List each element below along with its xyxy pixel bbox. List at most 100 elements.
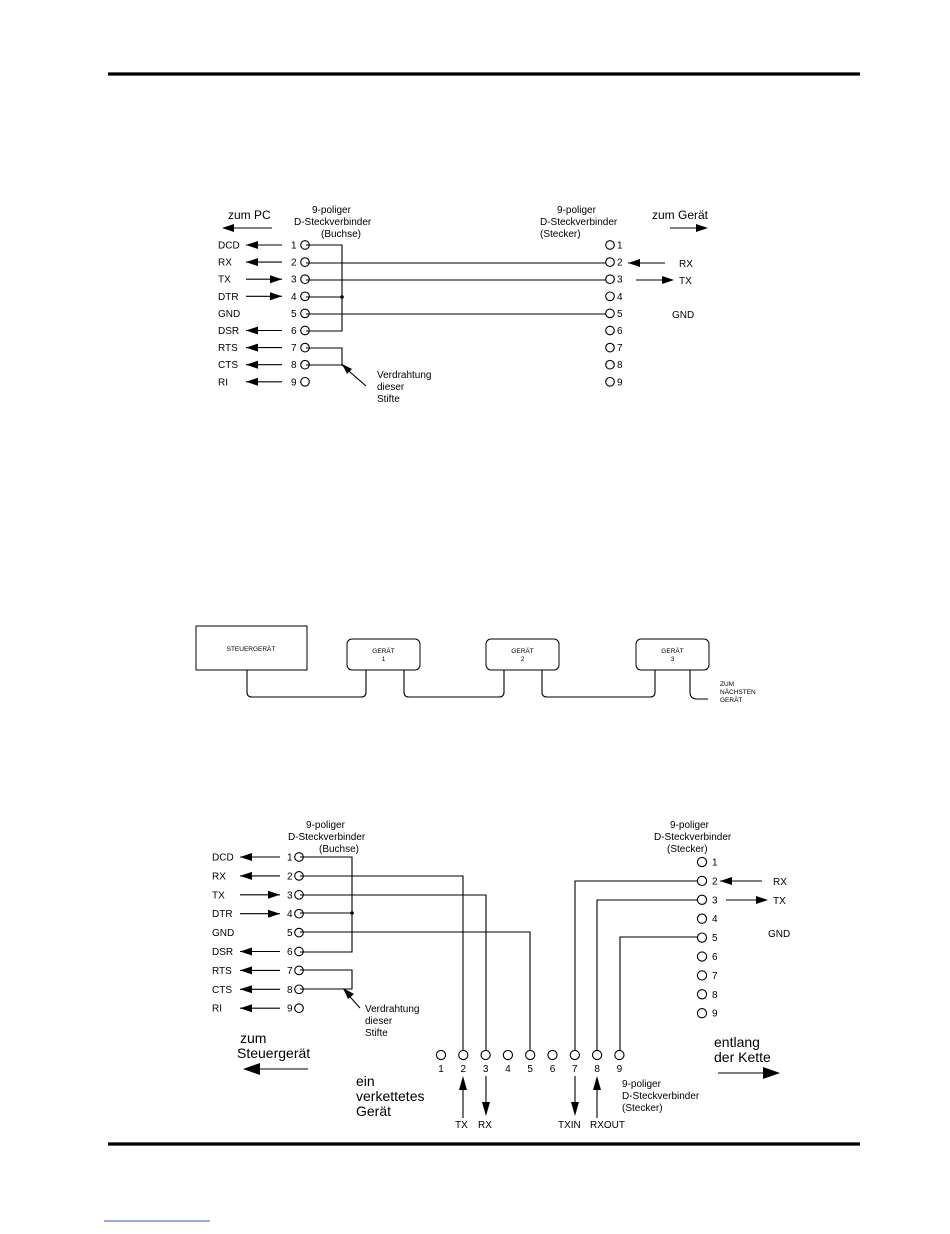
d2-device-label: GERÄT xyxy=(661,647,683,655)
d2-device-number: 2 xyxy=(521,656,525,663)
d3-chained-device-line3: Gerät xyxy=(356,1103,391,1119)
d1-right-header-line2: D-Steckverbinder xyxy=(540,217,618,228)
d1-right-pin-icon xyxy=(605,291,615,302)
d3-along-chain-arrow-icon xyxy=(763,1067,780,1079)
d1-right-pin-number: 7 xyxy=(617,343,623,354)
d3-bottom-pin-number: 6 xyxy=(550,1064,556,1075)
d1-to-pc-label: zum PC xyxy=(228,208,271,222)
d1-signal-label: RX xyxy=(218,258,232,269)
d1-right-header-line3: (Stecker) xyxy=(540,229,581,240)
d3-right-header-line3: (Stecker) xyxy=(667,844,708,855)
d1-signal-arrow-icon xyxy=(246,258,258,267)
d1-pin-number: 4 xyxy=(291,292,297,303)
d3-bottom-pin-number: 9 xyxy=(617,1064,623,1075)
d1-right-rx-arrow-icon xyxy=(628,259,640,267)
d1-pin-number: 5 xyxy=(291,309,297,320)
d3-bottom-pin-icon xyxy=(480,1049,491,1061)
d1-right-header-line1: 9-poliger xyxy=(557,205,597,216)
d1-right-pin-number: 9 xyxy=(617,377,623,388)
d3-signal-label: DCD xyxy=(212,853,234,864)
d3-pin-number: 8 xyxy=(287,985,293,996)
d1-pin-number: 1 xyxy=(291,241,297,252)
d3-right-pin-number: 4 xyxy=(712,914,718,925)
d3-bottom-pin-number: 2 xyxy=(461,1064,467,1075)
d3-pin-icon xyxy=(294,927,304,938)
d1-left-header-line1: 9-poliger xyxy=(312,205,352,216)
d1-to-device-arrow-icon xyxy=(696,224,708,232)
d3-signal-arrow-icon xyxy=(268,909,280,918)
d1-pin-icon xyxy=(300,308,310,319)
d1-pin-number: 8 xyxy=(291,360,297,371)
d3-bottom-header-line1: 9-poliger xyxy=(622,1079,662,1090)
d1-wire-rts-cts xyxy=(306,347,343,366)
d3-signal-label: DSR xyxy=(212,947,233,958)
d1-right-tx-arrow-icon xyxy=(662,276,674,284)
d3-wire-rts-cts xyxy=(300,969,353,990)
d1-pin-icon xyxy=(300,257,310,267)
d3-bottom-pin-number: 1 xyxy=(438,1064,444,1075)
d3-bottom-pin-icon xyxy=(569,1049,580,1061)
d3-bottom-pin-icon xyxy=(502,1049,514,1061)
d1-signal-arrow-icon xyxy=(270,275,282,284)
d3-bottom-txin-label: TXIN xyxy=(558,1120,581,1131)
d3-bottom-header-line3: (Stecker) xyxy=(622,1103,663,1114)
d2-device-label: GERÄT xyxy=(372,647,394,655)
d1-right-pin-icon xyxy=(605,359,615,370)
d1-note-line1: Verdrahtung xyxy=(377,370,432,381)
d3-bottom-pin-icon xyxy=(458,1049,469,1061)
d3-signal-arrow-icon xyxy=(268,890,280,899)
d3-along-chain-line1: entlang xyxy=(714,1034,760,1050)
d3-signal-label: RI xyxy=(212,1004,222,1015)
d3-signal-arrow-icon xyxy=(240,853,252,861)
d1-wire-dcd-dsr xyxy=(306,244,343,332)
d3-right-pin-icon xyxy=(696,1008,708,1019)
d1-signal-label: TX xyxy=(218,275,231,286)
d3-signal-label: DTR xyxy=(212,909,233,920)
d1-right-pin-number: 3 xyxy=(617,275,623,286)
d3-pin-icon xyxy=(294,908,304,919)
d3-right-pin-icon xyxy=(696,932,708,943)
d3-left-header-line3: (Buchse) xyxy=(319,844,359,855)
d1-right-gnd-label: GND xyxy=(672,310,694,321)
d3-right-rx-arrow-icon xyxy=(720,877,732,885)
d3-bottom-pin-icon xyxy=(614,1049,625,1061)
d1-to-device-label: zum Gerät xyxy=(652,208,709,222)
d3-right-pin-number: 3 xyxy=(712,895,718,906)
d1-right-pin-number: 2 xyxy=(617,258,623,269)
d1-pin-icon xyxy=(300,291,310,302)
d3-bottom-pin-icon xyxy=(591,1049,603,1061)
d3-bottom-rxout-label: RXOUT xyxy=(590,1120,625,1131)
d3-signal-label: RX xyxy=(212,871,226,882)
d3-bottom-tx-label: TX xyxy=(455,1120,468,1131)
d3-pin-number: 7 xyxy=(287,966,293,977)
d3-right-pin-icon xyxy=(696,856,708,868)
d1-signal-arrow-icon xyxy=(246,241,258,249)
d3-right-pin-number: 7 xyxy=(712,971,718,982)
d2-cable-next xyxy=(689,670,708,700)
d1-right-pin-number: 4 xyxy=(617,292,623,303)
d1-note-arrow-icon xyxy=(342,364,352,374)
d1-note-line2: dieser xyxy=(377,382,405,393)
d3-right-gnd-label: GND xyxy=(768,929,790,940)
d3-right-pin-number: 8 xyxy=(712,990,718,1001)
d3-tx-arrow-icon xyxy=(459,1076,467,1090)
d1-right-pin-icon xyxy=(605,376,615,387)
d2-device-rect xyxy=(485,638,560,671)
